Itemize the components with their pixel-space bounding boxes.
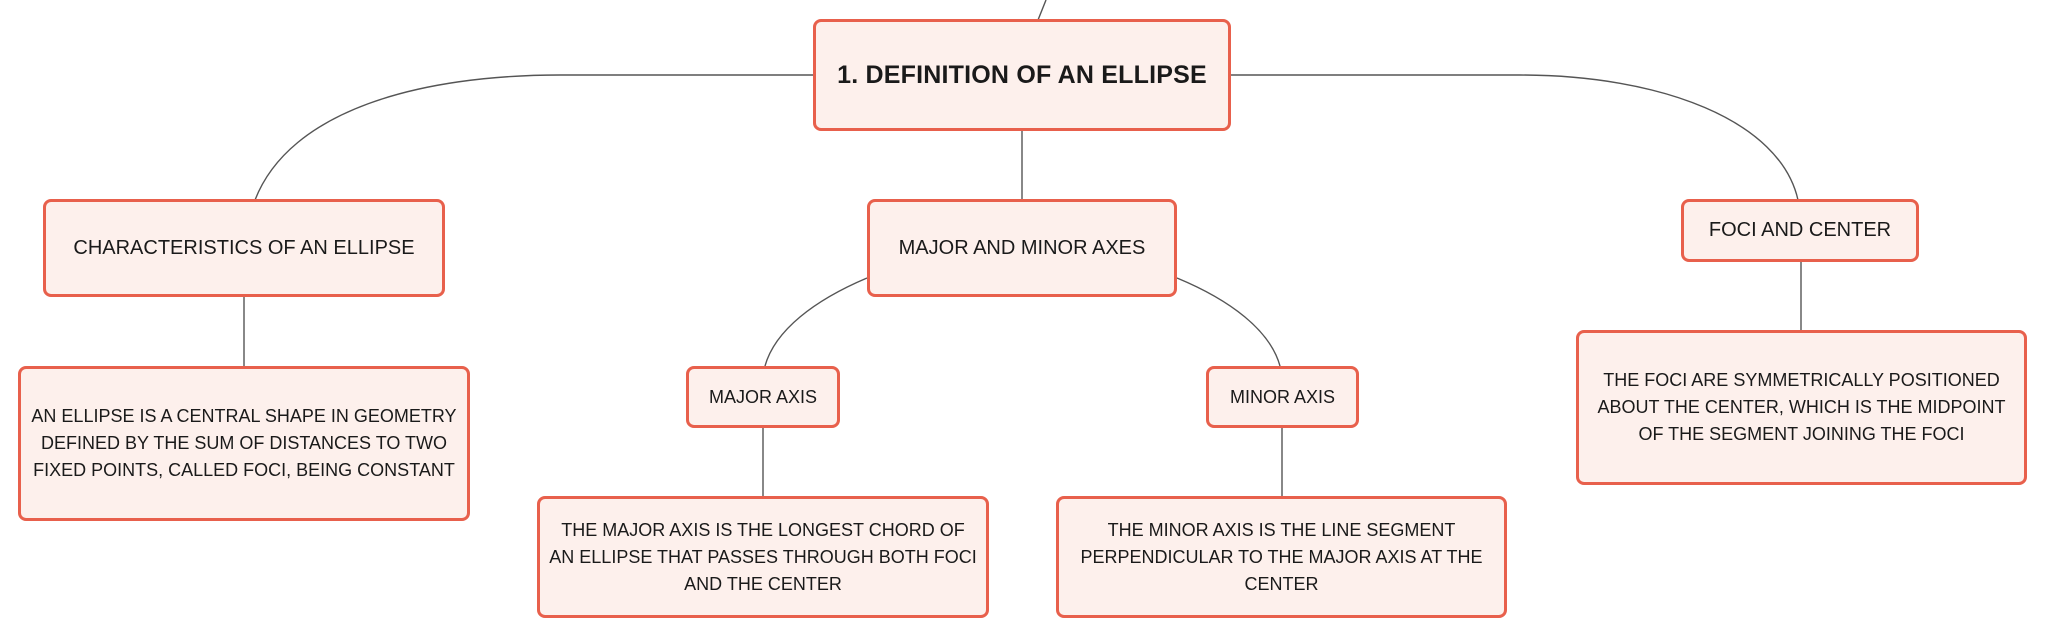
minor-axis-detail-node[interactable]: THE MINOR AXIS IS THE LINE SEGMENT PERPE… [1056, 496, 1507, 618]
foci-node[interactable]: FOCI AND CENTER [1681, 199, 1919, 262]
foci-detail-text: THE FOCI ARE SYMMETRICALLY POSITIONED AB… [1597, 370, 2006, 444]
characteristics-node[interactable]: CHARACTERISTICS OF AN ELLIPSE [43, 199, 445, 297]
connector-parent-to-root [1037, 0, 1047, 21]
axes-node-label: MAJOR AND MINOR AXES [898, 236, 1146, 259]
major-axis-detail-text: THE MAJOR AXIS IS THE LONGEST CHORD OF A… [549, 519, 977, 594]
major-axis-node-label: MAJOR AXIS [708, 386, 818, 407]
connector-root-to-foci [1231, 74, 1799, 201]
connector-root-to-characteristics [254, 74, 813, 201]
minor-axis-node-label: MINOR AXIS [1229, 386, 1336, 407]
characteristics-detail-node[interactable]: AN ELLIPSE IS A CENTRAL SHAPE IN GEOMETR… [18, 366, 470, 521]
connector-axes-to-minor [1176, 277, 1281, 367]
root-node-label: 1. DEFINITION OF AN ELLIPSE [837, 60, 1207, 89]
minor-axis-detail-text: THE MINOR AXIS IS THE LINE SEGMENT PERPE… [1080, 519, 1483, 594]
connector-axes-to-major [764, 277, 868, 367]
foci-detail-node[interactable]: THE FOCI ARE SYMMETRICALLY POSITIONED AB… [1576, 330, 2027, 485]
major-axis-node[interactable]: MAJOR AXIS [686, 366, 840, 428]
characteristics-detail-text: AN ELLIPSE IS A CENTRAL SHAPE IN GEOMETR… [31, 406, 457, 480]
axes-node[interactable]: MAJOR AND MINOR AXES [867, 199, 1177, 297]
root-node[interactable]: 1. DEFINITION OF AN ELLIPSE [813, 19, 1231, 131]
characteristics-node-label: CHARACTERISTICS OF AN ELLIPSE [73, 236, 415, 259]
foci-node-label: FOCI AND CENTER [1708, 219, 1892, 241]
major-axis-detail-node[interactable]: THE MAJOR AXIS IS THE LONGEST CHORD OF A… [537, 496, 989, 618]
minor-axis-node[interactable]: MINOR AXIS [1206, 366, 1359, 428]
